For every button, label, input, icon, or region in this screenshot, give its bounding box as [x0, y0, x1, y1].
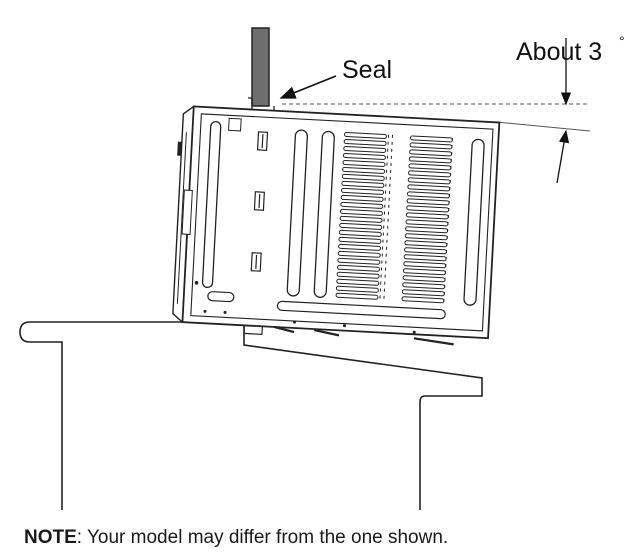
grille-slat: [343, 131, 387, 139]
grille-slat: [340, 201, 384, 209]
grille-slat: [342, 166, 386, 174]
grille-slat: [342, 152, 386, 160]
grille-slat: [338, 229, 382, 237]
degree-symbol: °: [619, 33, 625, 49]
grille-slat: [338, 236, 382, 244]
seal-label: Seal: [342, 56, 392, 84]
seal-arrow: [279, 75, 337, 99]
grille-slat: [338, 243, 382, 251]
grille-slat: [339, 222, 383, 230]
grille-slat: [336, 271, 380, 279]
air-conditioner-unit: [172, 105, 501, 346]
mount-clips: [250, 131, 269, 272]
grille-slat: [337, 257, 381, 265]
grille-slat: [341, 187, 385, 195]
grille-slat: [343, 138, 387, 146]
grille-divider: [443, 138, 453, 306]
grille-slat: [341, 180, 385, 188]
note-text: NOTE: Your model may differ from the one…: [24, 527, 448, 549]
note-body: : Your model may differ from the one sho…: [76, 527, 449, 548]
note-prefix: NOTE: [24, 527, 77, 548]
angle-indicator: [282, 38, 591, 184]
angle-label: About 3: [516, 38, 602, 66]
grille-slat: [339, 215, 383, 223]
grille-slat: [340, 194, 384, 202]
window-sill: [19, 321, 483, 510]
grille-slat: [337, 250, 381, 258]
grille-slat: [336, 278, 380, 286]
grille-divider: [379, 134, 390, 303]
grille-slat: [343, 145, 387, 153]
grille-slat: [339, 208, 383, 216]
grille-slat: [337, 264, 380, 272]
grille-slat: [335, 285, 379, 293]
vent-grille: [335, 131, 453, 306]
seal-strip: [248, 27, 275, 115]
grille-divider: [383, 134, 394, 303]
grille-slat: [341, 173, 385, 181]
grille-slat: [335, 292, 379, 300]
grille-slat: [342, 159, 386, 167]
installation-diagram: Seal About 3 °: [19, 27, 625, 510]
